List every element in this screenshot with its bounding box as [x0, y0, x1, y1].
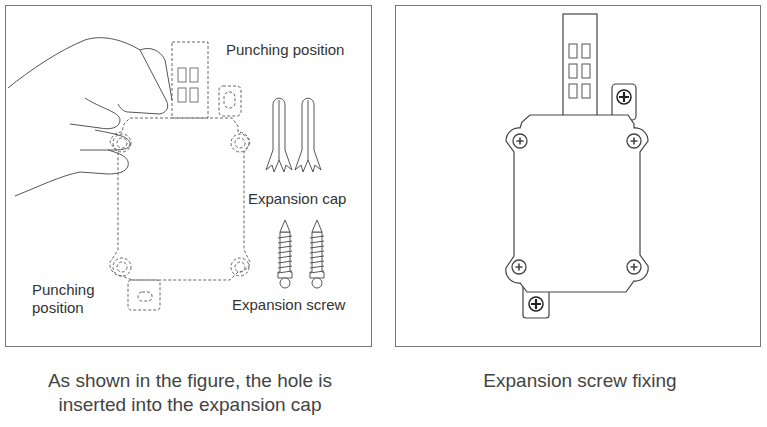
callout-label: Expansion screw	[232, 296, 367, 314]
callout-label: Punching position	[226, 41, 366, 59]
caption-text: Expansion screw fixing	[420, 369, 740, 393]
caption-text: As shown in the figure, the hole is inse…	[30, 369, 350, 417]
callout-label: Punching position	[32, 281, 122, 317]
callout-label: Expansion cap	[248, 190, 368, 208]
